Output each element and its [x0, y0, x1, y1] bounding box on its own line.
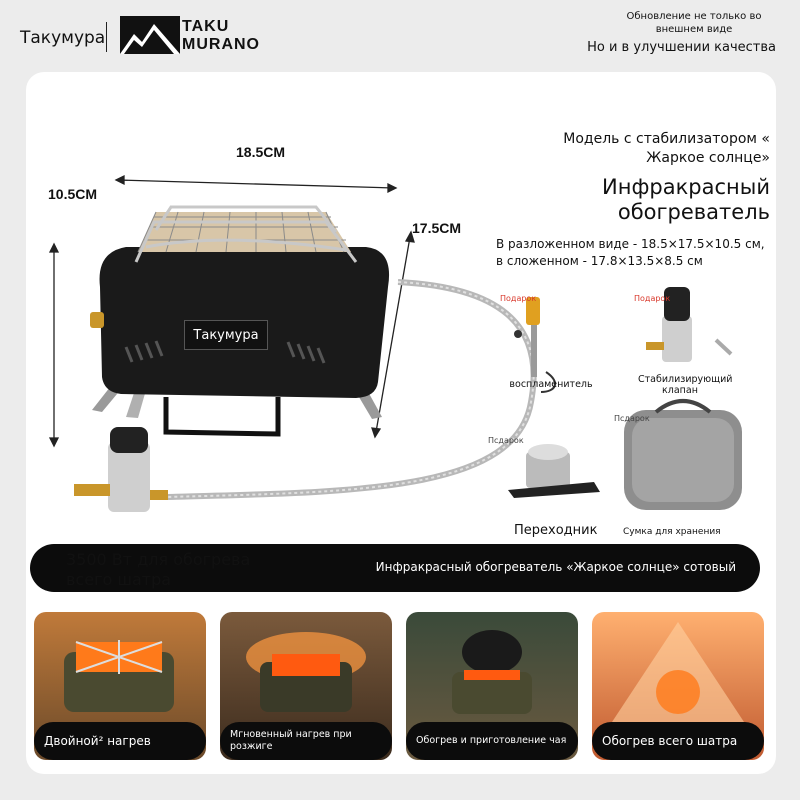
- banner-text: Инфракрасный обогреватель «Жаркое солнце…: [375, 560, 736, 574]
- slogan-line-1: Обновление не только во внешнем виде: [626, 11, 762, 35]
- adapter-caption: Переходник: [514, 523, 598, 538]
- dimension-lines: [48, 174, 415, 448]
- product-sizes: В разложенном виде - 18.5×17.5×10.5 см, …: [496, 237, 765, 268]
- product-illustration: Такумура 18.5CM 10.5CM 17.5CM Модель с с…: [26, 72, 776, 612]
- logo-line-2: MURANO: [182, 36, 260, 53]
- feature-banner: Инфракрасный обогреватель «Жаркое солнце…: [30, 544, 760, 592]
- mountain-logo-icon: [120, 16, 180, 54]
- width-dimension: 18.5CM: [236, 144, 286, 160]
- glow-photo-icon: [246, 632, 366, 712]
- brand-name: Такумура: [20, 28, 106, 48]
- valve-caption: Стабилизирующий клапан: [638, 374, 733, 396]
- gift-tag-valve: Подарок: [634, 294, 671, 303]
- gift-tag-igniter: Подарок: [500, 294, 537, 303]
- gift-tag-bag: Псдарок: [614, 414, 650, 423]
- height-dimension: 10.5CM: [48, 186, 98, 202]
- teapot-photo-icon: [452, 630, 532, 714]
- product-card: Такумура 18.5CM 10.5CM 17.5CM Модель с с…: [26, 72, 776, 774]
- bag-caption: Сумка для хранения: [623, 527, 721, 537]
- gift-tag-adapter: Псдарок: [488, 436, 524, 445]
- tent-photo-icon: [612, 622, 744, 722]
- model-note: Модель с стабилизатором « Жаркое солнце»: [563, 131, 770, 166]
- depth-dimension: 17.5CM: [412, 220, 462, 236]
- logo-line-1: TAKU: [182, 18, 230, 35]
- heater-badge: Такумура: [184, 320, 268, 350]
- header: Такумура TAKU MURANO Обновление не тольк…: [0, 0, 800, 72]
- slogan-line-2: Но и в улучшении качества: [587, 40, 776, 55]
- regulator-valve: [108, 442, 150, 512]
- product-title: Инфракрасный обогреватель: [602, 175, 770, 224]
- tile-double-heat: Двойной² нагрев: [34, 612, 206, 760]
- tile-tent: Обогрев всего шатра: [592, 612, 764, 760]
- tile-caption: Мгновенный нагрев при розжиге: [220, 722, 392, 760]
- logo-wordmark: TAKU MURANO: [182, 18, 260, 54]
- igniter-caption: воспламенитель: [509, 379, 593, 390]
- tile-caption: Двойной² нагрев: [34, 722, 206, 760]
- tile-instant-heat: Мгновенный нагрев при розжиге: [220, 612, 392, 760]
- feature-tiles: Двойной² нагрев Мгновенный нагрев при ро…: [34, 612, 774, 762]
- tile-tea: Обогрев и приготовление чая: [406, 612, 578, 760]
- tile-caption: Обогрев и приготовление чая: [406, 722, 578, 760]
- tile-caption: Обогрев всего шатра: [592, 722, 764, 760]
- brand-divider: [106, 22, 107, 52]
- power-rating: 3500 Вт для обогрева всего шатра: [66, 550, 251, 589]
- heater-photo-icon: [64, 640, 174, 712]
